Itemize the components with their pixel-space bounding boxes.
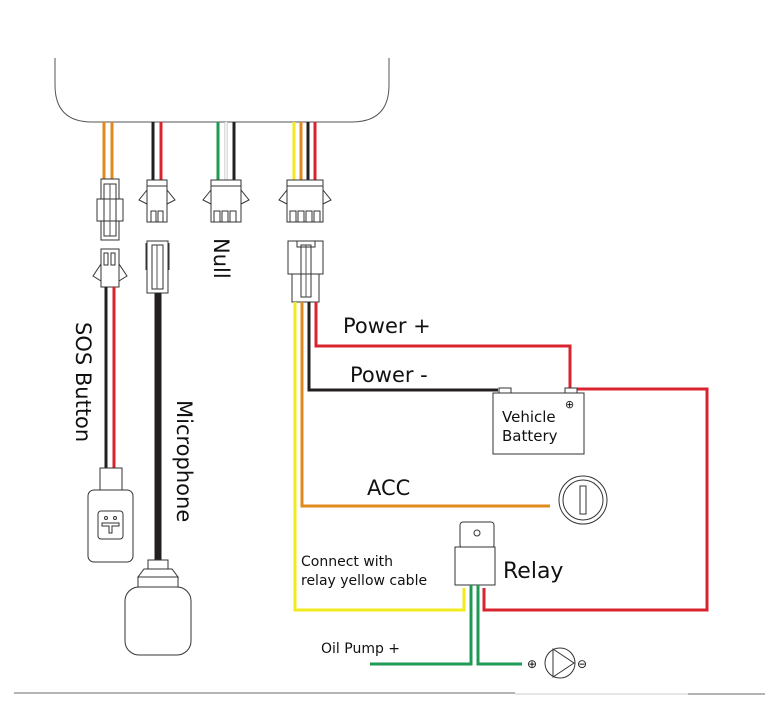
microphone-label: Microphone: [172, 400, 196, 522]
null-label: Null: [209, 238, 233, 279]
ignition-switch-icon: [558, 475, 608, 525]
relay-label: Relay: [503, 559, 563, 584]
connect-with-label-line2: relay yellow cable: [301, 573, 427, 589]
connect-with-label-line1: Connect with: [301, 554, 393, 570]
power-minus-label: Power -: [350, 363, 428, 387]
null-connector-group: Null: [202, 122, 250, 279]
power-plug-male: [286, 179, 324, 223]
acc-label: ACC: [367, 476, 410, 500]
microphone-connector-group: Microphone: [124, 122, 196, 656]
vehicle-battery-label-line1: Vehicle: [502, 408, 556, 426]
battery-plus-symbol: ⊕: [565, 398, 574, 411]
wire-black-power-minus: [307, 302, 498, 392]
pump-minus-symbol: ⊖: [577, 657, 587, 671]
oil-pump-plus-label: Oil Pump +: [321, 641, 400, 657]
wire-yellow-relay: [293, 302, 466, 612]
device-housing: [54, 58, 390, 123]
pump-plus-symbol: ⊕: [527, 657, 537, 671]
wire-red-battery-relay: [482, 387, 709, 612]
vehicle-battery-label-line2: Battery: [502, 427, 558, 445]
sos-connector-group: SOS Button: [71, 122, 134, 563]
vehicle-battery: ⊕ Vehicle Battery: [492, 387, 585, 455]
wire-orange-acc: [300, 302, 550, 508]
oil-pump-icon: ⊕ ⊖: [527, 647, 587, 679]
sos-button-label: SOS Button: [71, 322, 95, 442]
wire-red-power-plus: [314, 302, 572, 388]
microphone-body: [124, 586, 192, 656]
power-plus-label: Power +: [343, 314, 431, 338]
power-connector-group: [278, 122, 332, 303]
wire-green-oil-pump: [476, 585, 522, 666]
wire-green-oil-pump-plus: [370, 585, 473, 666]
relay: Relay: [454, 521, 563, 586]
